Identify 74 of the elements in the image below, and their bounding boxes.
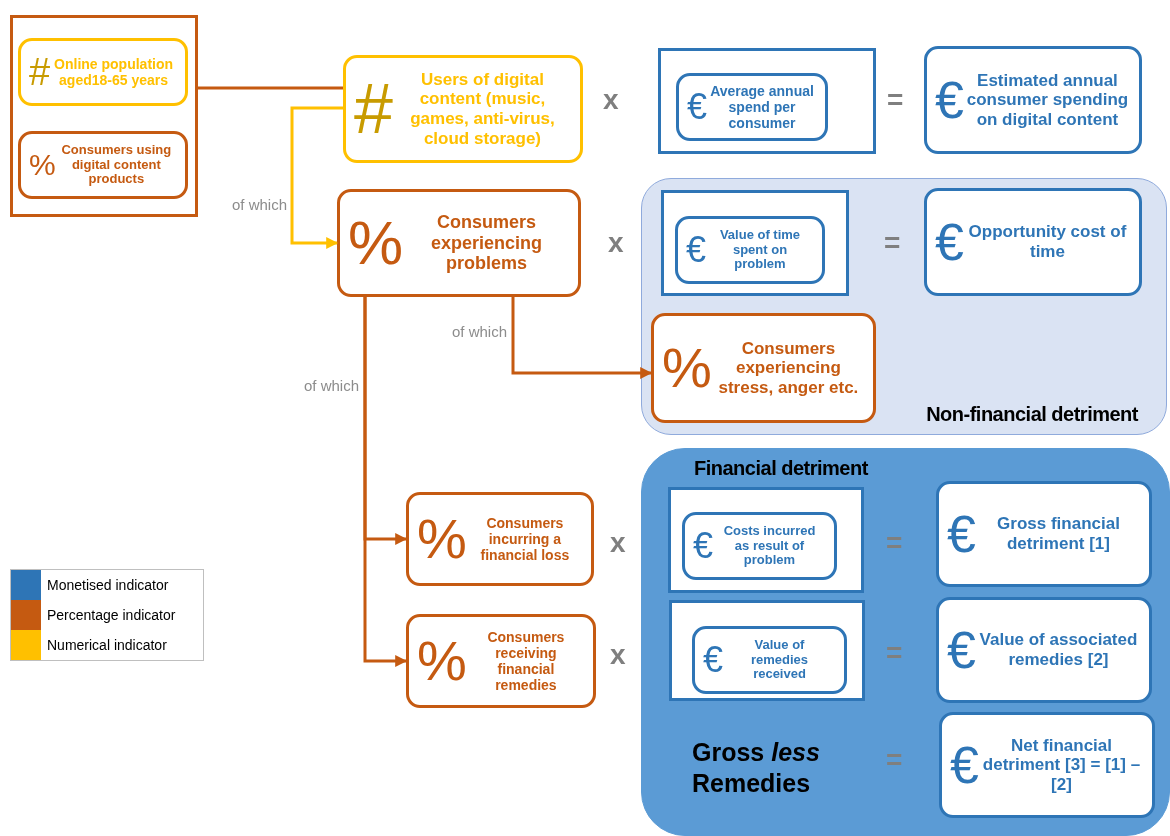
indicator-box	[675, 216, 825, 284]
formula-text: Gross less Remedies	[692, 737, 821, 800]
arrow	[363, 297, 408, 667]
operator-sign: x	[610, 527, 626, 559]
euro-sign: €	[935, 216, 964, 268]
indicator-box	[18, 131, 188, 199]
arrow	[290, 106, 343, 249]
percent-sign: %	[417, 633, 467, 689]
euro-sign: €	[935, 74, 964, 126]
indicator-text: Value of time spent on problem	[718, 227, 802, 273]
detriment-panel	[641, 448, 1170, 836]
percent-sign: %	[417, 511, 467, 567]
arrow	[511, 297, 653, 379]
indicator-box	[682, 512, 837, 580]
indicator-box	[337, 189, 581, 297]
detriment-panel	[641, 178, 1167, 435]
indicator-box	[924, 46, 1142, 154]
indicator-text: Online population aged18-65 years	[53, 55, 175, 89]
hash-sign: #	[354, 74, 393, 144]
legend-text: Monetised indicator	[47, 577, 169, 593]
indicator-text: Average annual spend per consumer	[709, 82, 815, 132]
indicator-box	[936, 481, 1152, 587]
indicator-text: Net financial detriment [3] = [1] – [2]	[981, 735, 1142, 795]
indicator-text: Consumers experiencing stress, anger etc.	[717, 338, 860, 398]
euro-sign: €	[947, 508, 976, 560]
operator-sign: x	[603, 84, 619, 116]
legend-text: Percentage indicator	[47, 607, 176, 623]
indicator-text: Value of associated remedies [2]	[978, 630, 1139, 670]
frame-box	[661, 190, 849, 296]
frame-box	[669, 600, 865, 701]
indicator-text: Users of digital content (music, games, anti-virus, cloud storage)	[409, 69, 556, 149]
operator-sign: =	[886, 744, 903, 776]
panel-title: Non-financial detriment	[926, 403, 1138, 426]
operator-sign: =	[887, 84, 904, 116]
hash-sign: #	[29, 53, 51, 91]
percent-sign: %	[662, 340, 712, 396]
indicator-box	[406, 614, 596, 708]
operator-sign: =	[886, 527, 903, 559]
indicator-box	[406, 492, 594, 586]
operator-sign: =	[884, 227, 901, 259]
indicator-text: Estimated annual consumer spending on digital content	[965, 70, 1130, 130]
operator-sign: x	[608, 227, 624, 259]
legend-text: Numerical indicator	[47, 637, 167, 653]
indicator-text: Opportunity cost of time	[967, 222, 1128, 262]
connector-line	[198, 86, 343, 90]
indicator-box	[936, 597, 1152, 703]
indicator-box	[692, 626, 847, 694]
percent-sign: %	[348, 212, 404, 274]
indicator-text: Consumers experiencing problems	[430, 211, 544, 275]
indicator-box	[939, 712, 1155, 818]
indicator-text: Consumers using digital content products	[60, 142, 173, 188]
operator-sign: x	[610, 639, 626, 671]
panel-title: Financial detriment	[694, 457, 868, 480]
euro-sign: €	[703, 642, 724, 678]
indicator-box	[924, 188, 1142, 296]
euro-sign: €	[693, 528, 714, 564]
indicator-box	[343, 55, 583, 163]
indicator-box	[18, 38, 188, 106]
frame-box	[10, 15, 198, 217]
euro-sign: €	[947, 624, 976, 676]
indicator-text: Value of remedies received	[749, 637, 810, 683]
indicator-text: Consumers incurring a financial loss	[479, 514, 571, 564]
euro-sign: €	[687, 89, 708, 125]
indicator-box	[676, 73, 828, 141]
indicator-text: Gross financial detriment [1]	[996, 514, 1121, 554]
frame-box	[668, 487, 864, 593]
operator-sign: =	[886, 637, 903, 669]
indicator-box	[651, 313, 876, 423]
frame-box	[658, 48, 876, 154]
euro-sign: €	[686, 232, 707, 268]
percent-sign: %	[29, 150, 56, 180]
euro-sign: €	[950, 739, 979, 791]
indicator-text: Costs incurred as result of problem	[722, 523, 817, 569]
indicator-text: Consumers receiving financial remedies	[486, 628, 566, 694]
